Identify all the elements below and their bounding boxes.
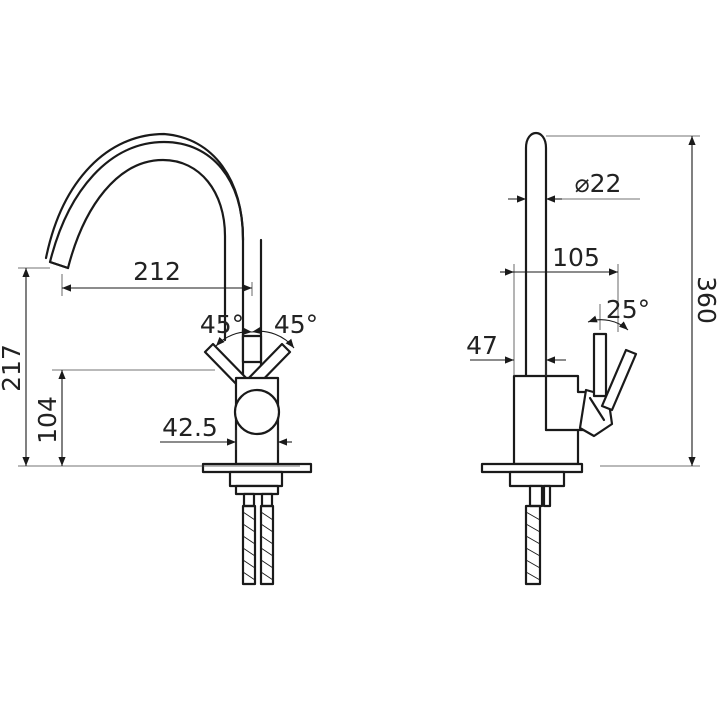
angle-handle-label: 25° [606,295,650,324]
front-supply-hoses [241,504,275,586]
dim-total-height-label: 217 [0,344,26,392]
dim-reach-label: 212 [133,257,181,286]
dim-overall-height-label: 360 [692,276,720,324]
side-base-plate [480,462,584,474]
dim-body-depth-label: 47 [466,331,498,360]
dim-handle-depth-label: 105 [552,243,600,272]
side-spout [524,131,548,378]
front-base-plate [201,462,313,474]
dim-diameter-label: ⌀22 [575,169,622,198]
angle-left-label: 45° [200,310,244,339]
side-body [512,374,592,466]
front-stem [241,238,263,387]
side-supply-hose [524,504,542,586]
side-handles [592,332,638,412]
dim-handle-height-label: 104 [33,396,62,444]
side-view: ⌀22 105 47 25° 360 [466,131,720,586]
dim-body-width-label: 42.5 [162,413,218,442]
front-view: 212 217 104 42.5 45° 45° [0,132,318,586]
angle-right-label: 45° [274,310,318,339]
